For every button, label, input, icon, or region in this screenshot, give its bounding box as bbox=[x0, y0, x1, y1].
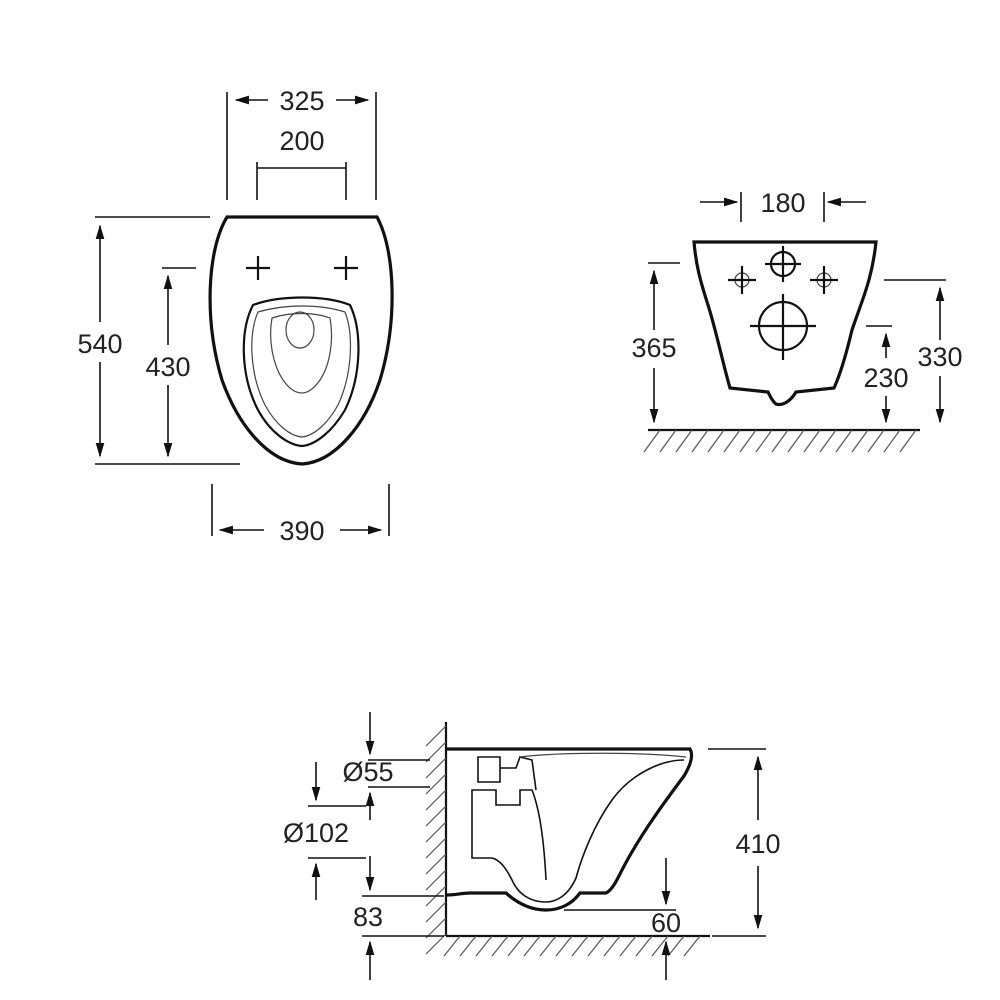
rear-dim-fixing-height-label: 330 bbox=[917, 342, 962, 372]
rear-outlet-icon bbox=[750, 294, 816, 360]
dim-length-label: 540 bbox=[77, 329, 122, 359]
rear-fixing-cross-left-icon bbox=[728, 266, 756, 294]
dim-fixing-to-front-label: 430 bbox=[145, 352, 190, 382]
rear-dim-total-height-label: 365 bbox=[631, 333, 676, 363]
bowl-inner-rim-2 bbox=[251, 305, 352, 438]
dim-width-max-label: 390 bbox=[279, 516, 324, 546]
side-view: Ø55 Ø102 83 60 410 bbox=[283, 712, 781, 980]
rear-inlet-icon bbox=[765, 246, 801, 282]
fixing-cross-right-icon bbox=[334, 256, 358, 280]
bowl-inner-rim bbox=[242, 296, 360, 448]
side-rim bbox=[519, 752, 687, 758]
drain-hole bbox=[285, 311, 315, 349]
rear-floor-hatch bbox=[643, 429, 917, 453]
side-dim-inlet-height-label: 83 bbox=[353, 902, 383, 932]
side-dim-height-label: 410 bbox=[735, 829, 780, 859]
bowl-outline bbox=[208, 215, 394, 466]
top-view: 325 200 540 430 390 bbox=[77, 86, 394, 546]
rear-dim-fixing-spacing-label: 180 bbox=[760, 188, 805, 218]
dim-fixing-spacing-label: 200 bbox=[279, 126, 324, 156]
side-outline bbox=[445, 747, 694, 912]
side-floor-hatch bbox=[443, 935, 701, 957]
side-dim-inlet-diameter-label: Ø102 bbox=[283, 818, 349, 848]
rear-view: 180 365 230 330 bbox=[631, 188, 963, 453]
bowl-basin bbox=[270, 312, 333, 394]
rear-dim-outlet-height-label: 230 bbox=[863, 363, 908, 393]
dim-width-top-label: 325 bbox=[279, 86, 324, 116]
fixing-cross-left-icon bbox=[246, 256, 270, 280]
side-dim-outlet-diameter-label: Ø55 bbox=[342, 757, 393, 787]
side-flush-inlet bbox=[477, 756, 537, 791]
rear-outline bbox=[692, 240, 878, 407]
rear-fixing-cross-right-icon bbox=[810, 266, 838, 294]
side-inner-bowl bbox=[471, 759, 685, 903]
side-dim-bottom-offset-label: 60 bbox=[651, 908, 681, 938]
side-wall-hatch bbox=[425, 725, 447, 955]
